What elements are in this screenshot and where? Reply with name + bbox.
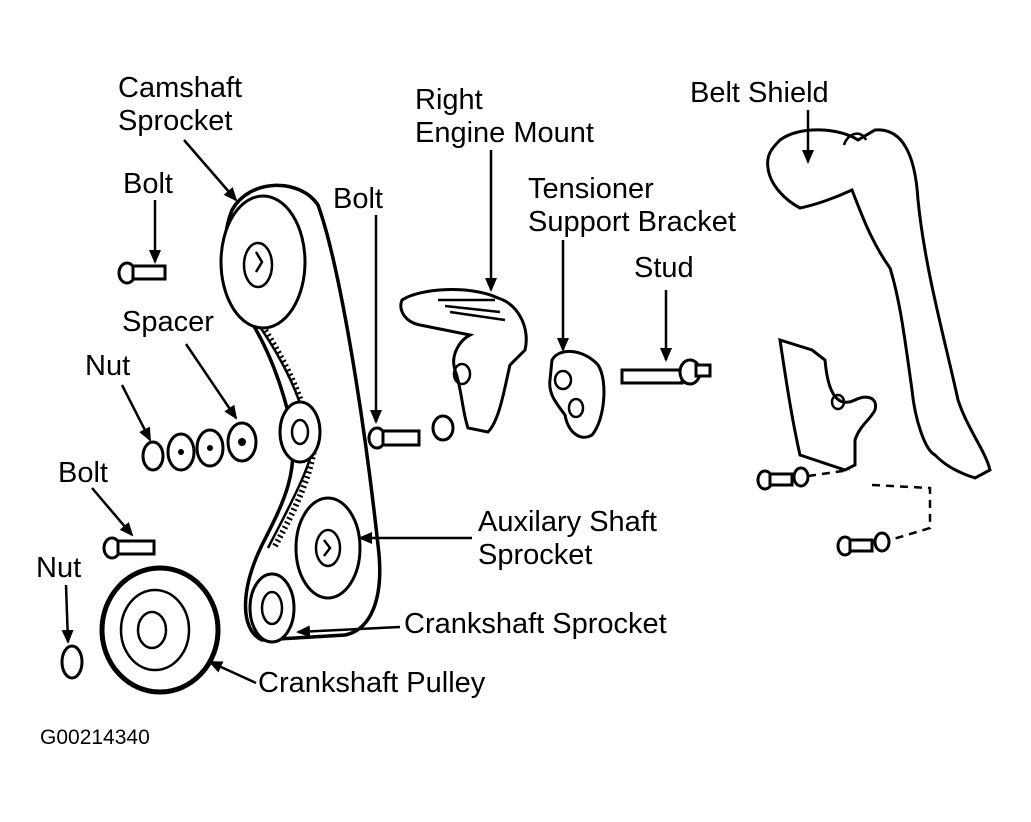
bolt-lower-part <box>102 536 156 560</box>
label-tensioner-line1: Tensioner <box>528 173 654 205</box>
label-bolt-center: Bolt <box>333 183 383 215</box>
label-camshaft-sprocket-line2: Sprocket <box>118 105 233 137</box>
bolt-upper-part <box>117 261 167 285</box>
label-auxiliary-line1: Auxilary Shaft <box>478 506 657 538</box>
label-auxiliary-shaft-sprocket: Auxilary Shaft Sprocket <box>478 506 657 572</box>
label-tensioner-line2: Support Bracket <box>528 206 736 238</box>
belt-shield <box>766 128 992 480</box>
label-right-engine-mount-line2: Engine Mount <box>415 117 594 149</box>
tensioner-support-bracket <box>548 349 606 439</box>
arrow-spacer <box>184 343 238 420</box>
label-tensioner-support-bracket: Tensioner Support Bracket <box>528 173 736 239</box>
nut-lower-part <box>60 644 84 680</box>
arrow-nut-upper <box>120 384 152 442</box>
camshaft-sprocket <box>219 194 307 330</box>
figure-code: G00214340 <box>40 726 150 749</box>
arrow-nut-lower <box>61 584 74 644</box>
label-crankshaft-sprocket: Crankshaft Sprocket <box>404 608 667 640</box>
arrow-crankshaft-pulley <box>208 660 257 685</box>
bolt-center-part <box>367 414 455 450</box>
tensioner-pulley <box>278 400 322 464</box>
label-spacer: Spacer <box>122 306 214 338</box>
leader-arrows <box>61 110 814 685</box>
label-bolt-upper: Bolt <box>123 168 173 200</box>
crankshaft-pulley <box>99 565 221 695</box>
label-camshaft-sprocket: Camshaft Sprocket <box>118 72 242 138</box>
label-camshaft-sprocket-line1: Camshaft <box>118 72 243 104</box>
label-right-engine-mount: Right Engine Mount <box>415 84 594 150</box>
arrow-crankshaft-sprocket <box>296 625 401 638</box>
arrow-camshaft-sprocket <box>183 139 238 202</box>
label-nut-upper: Nut <box>85 350 131 382</box>
label-belt-shield: Belt Shield <box>690 77 829 109</box>
label-right-engine-mount-line1: Right <box>415 84 483 116</box>
label-crankshaft-pulley: Crankshaft Pulley <box>258 667 486 699</box>
auxiliary-shaft-sprocket <box>294 496 362 600</box>
arrow-bolt-lower <box>91 487 134 537</box>
label-nut-lower: Nut <box>36 552 82 584</box>
shield-bolts <box>756 466 932 557</box>
stud-part <box>620 358 712 386</box>
right-engine-mount <box>399 288 528 434</box>
label-stud: Stud <box>634 252 694 284</box>
label-bolt-lower: Bolt <box>58 457 108 489</box>
label-auxiliary-line2: Sprocket <box>478 539 593 571</box>
nut-spacer-stack <box>141 421 258 472</box>
crankshaft-sprocket <box>248 572 296 644</box>
